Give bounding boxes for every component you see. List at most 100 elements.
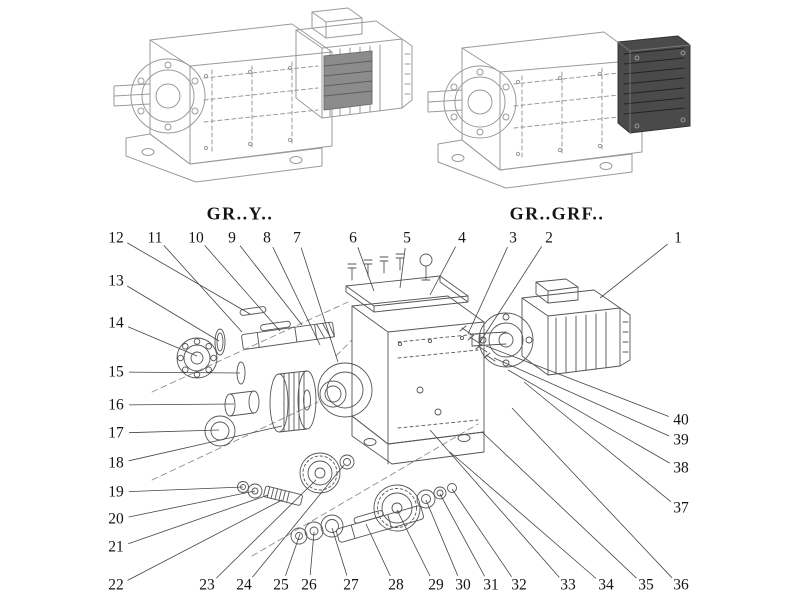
exploded-view — [151, 253, 631, 557]
alignment-dashes — [151, 301, 479, 557]
output-shaft-assembly — [290, 483, 457, 545]
leader-line-27 — [331, 527, 348, 576]
callout-12: 12 — [108, 229, 124, 247]
assembled-view-gr-grf — [427, 31, 691, 189]
leader-line-26 — [309, 531, 315, 576]
leader-line-14 — [127, 326, 198, 357]
callout-16: 16 — [108, 396, 124, 414]
callout-39: 39 — [673, 431, 689, 449]
callout-6: 6 — [349, 229, 357, 247]
callout-2: 2 — [545, 229, 553, 247]
leader-line-21 — [128, 494, 269, 545]
callout-13: 13 — [108, 272, 124, 290]
callout-35: 35 — [638, 576, 654, 594]
callout-15: 15 — [108, 363, 124, 381]
leader-line-18 — [128, 425, 283, 462]
leader-line-28 — [365, 523, 391, 577]
gearbox-housing — [317, 295, 485, 465]
callout-31: 31 — [483, 576, 499, 594]
leader-line-37 — [523, 381, 672, 503]
leader-line-24 — [251, 464, 345, 578]
callout-21: 21 — [108, 538, 124, 556]
leader-line-1 — [599, 243, 668, 299]
callout-9: 9 — [228, 229, 236, 247]
callout-1: 1 — [674, 229, 682, 247]
leader-line-7 — [300, 247, 339, 363]
leader-line-30 — [425, 499, 459, 576]
callout-14: 14 — [108, 314, 124, 332]
spacer-sleeve — [224, 390, 260, 417]
leader-line-13 — [126, 285, 220, 342]
callout-25: 25 — [273, 576, 289, 594]
callout-18: 18 — [108, 454, 124, 472]
leader-line-6 — [357, 247, 375, 292]
leader-line-35 — [481, 431, 637, 579]
input-adapter-cover — [617, 35, 691, 134]
leader-line-9 — [239, 245, 303, 326]
leader-line-3 — [467, 246, 508, 335]
leader-line-34 — [449, 451, 597, 579]
bearing-mid — [319, 380, 347, 408]
leader-line-2 — [479, 246, 543, 343]
leader-line-10 — [204, 245, 281, 332]
leader-line-22 — [127, 499, 283, 581]
leader-line-29 — [396, 509, 431, 577]
callout-26: 26 — [301, 576, 317, 594]
callout-29: 29 — [428, 576, 444, 594]
callout-38: 38 — [673, 459, 689, 477]
leader-line-16 — [128, 403, 235, 406]
housing-cover — [345, 253, 469, 313]
leader-line-11 — [163, 245, 243, 333]
callout-37: 37 — [673, 499, 689, 517]
retaining-ring — [214, 328, 226, 356]
callout-28: 28 — [388, 576, 404, 594]
leader-line-40 — [485, 345, 669, 417]
leader-line-4 — [429, 246, 456, 296]
leader-line-38 — [507, 369, 670, 464]
leader-line-8 — [272, 246, 321, 346]
callout-5: 5 — [403, 229, 411, 247]
leader-line-32 — [451, 488, 512, 578]
leader-line-39 — [493, 357, 670, 437]
callout-3: 3 — [509, 229, 517, 247]
leader-line-17 — [128, 429, 220, 434]
leader-line-15 — [128, 371, 241, 374]
leader-line-31 — [439, 493, 485, 577]
callout-22: 22 — [108, 576, 124, 594]
leader-line-23 — [216, 479, 317, 579]
callout-20: 20 — [108, 510, 124, 528]
callout-19: 19 — [108, 483, 124, 501]
motor-illustration — [295, 7, 413, 119]
assembled-view-gr-y — [113, 7, 413, 183]
callout-36: 36 — [673, 576, 689, 594]
leader-line-25 — [285, 533, 301, 576]
callout-8: 8 — [263, 229, 271, 247]
callout-33: 33 — [560, 576, 576, 594]
callout-32: 32 — [511, 576, 527, 594]
leader-line-19 — [128, 486, 244, 492]
callout-27: 27 — [343, 576, 359, 594]
leader-line-5 — [399, 247, 406, 289]
callout-34: 34 — [598, 576, 614, 594]
leader-line-33 — [429, 429, 560, 578]
callout-10: 10 — [188, 229, 204, 247]
callout-23: 23 — [199, 576, 215, 594]
input-shaft-assembly — [239, 306, 335, 350]
model-label-gr-y: GR..Y.. — [206, 203, 274, 224]
callout-24: 24 — [236, 576, 252, 594]
helical-gear-wide — [269, 370, 317, 433]
exploded-motor — [471, 278, 631, 376]
callout-11: 11 — [147, 229, 163, 247]
model-label-gr-grf: GR..GRF.. — [509, 203, 605, 224]
leader-line-12 — [127, 242, 251, 315]
leader-line-20 — [128, 490, 256, 518]
callout-4: 4 — [458, 229, 466, 247]
callout-30: 30 — [455, 576, 471, 594]
splined-shaft-assembly — [237, 481, 303, 506]
callout-17: 17 — [108, 424, 124, 442]
callout-40: 40 — [673, 411, 689, 429]
ball-bearing-large — [176, 337, 218, 379]
callout-7: 7 — [293, 229, 301, 247]
